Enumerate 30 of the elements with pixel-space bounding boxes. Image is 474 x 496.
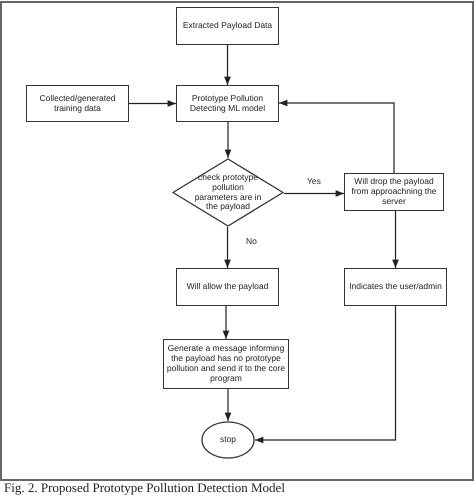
arrow (284, 190, 344, 197)
terminal-ellipse (201, 421, 255, 459)
arrow (279, 100, 395, 173)
arrow (224, 227, 231, 268)
process-box (176, 7, 279, 45)
node-label: Prototype Pollution Detecting ML model (188, 94, 266, 114)
node-label: check prototype pollution parameters are in the payload (194, 172, 262, 212)
arrow (129, 100, 176, 107)
process-box (344, 173, 444, 211)
node-label: Indicates the user/admin (349, 282, 442, 292)
node-label: Will allow the payload (186, 282, 268, 292)
arrow (224, 45, 231, 85)
decision-diamond (172, 158, 284, 227)
edge-label: Yes (306, 176, 322, 186)
node-label: Extracted Payload Data (182, 21, 272, 31)
node-label: Will drop the payload from approachning the server (350, 177, 438, 207)
arrow (224, 122, 232, 158)
arrow (392, 211, 399, 268)
process-box (176, 85, 279, 122)
arrow (224, 389, 232, 421)
node-label: Collected/generated training data (38, 94, 117, 114)
process-box (176, 268, 279, 306)
node-label: Generate a message informing the payload has no prototype pollution and send it to the core program (166, 344, 286, 384)
process-box (26, 85, 129, 122)
figure-caption: Fig. 2. Proposed Prototype Pollution Detection Model (4, 480, 285, 496)
node-label: stop (220, 435, 236, 445)
arrow (255, 306, 396, 444)
edge-label: No (245, 236, 258, 246)
process-box (344, 268, 447, 306)
arrow (222, 306, 230, 339)
